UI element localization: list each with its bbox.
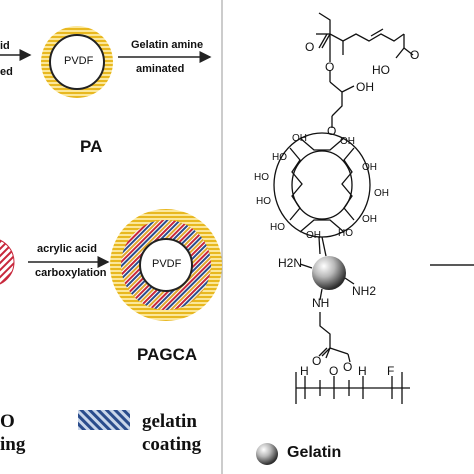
pa-label: PA <box>80 137 103 156</box>
atom-ho-acid: HO <box>372 63 390 77</box>
atom-ho-cd-1: HO <box>272 152 287 163</box>
atom-o-acid: O <box>410 48 420 62</box>
atom-oh-glycerol: OH <box>356 80 374 94</box>
chemical-structure <box>273 12 414 404</box>
atom-nh2: NH2 <box>352 284 377 298</box>
atom-ho-cd-5: HO <box>338 228 353 239</box>
atom-o-3: O <box>327 124 337 138</box>
atom-o-4: O <box>312 354 322 368</box>
atom-oh-cd-3: OH <box>362 162 377 173</box>
atom-o-6: O <box>329 364 339 378</box>
pagca-particle <box>110 209 222 321</box>
atom-h-1: H <box>300 364 309 378</box>
atom-ho-cd-2: HO <box>254 172 269 183</box>
atom-oh-cd-2: OH <box>340 136 355 147</box>
atom-ho-cd-4: HO <box>270 222 285 233</box>
atom-o-1: O <box>305 40 315 54</box>
legend-cut-1: O <box>0 411 15 432</box>
atom-f: F <box>387 364 395 378</box>
atom-nh: NH <box>312 296 330 310</box>
cut-label-top-1: id <box>0 40 10 52</box>
atom-oh-cd-1: OH <box>292 133 307 144</box>
legend-gelatin-coating-1: gelatin <box>142 411 197 432</box>
partial-red-particle <box>0 239 15 285</box>
legend-gelatin-coating-2: coating <box>142 434 202 455</box>
atom-h-2: H <box>358 364 367 378</box>
pa-particle <box>41 26 113 98</box>
atom-ho-cd-3: HO <box>256 196 271 207</box>
gelatin-coating-swatch <box>78 410 130 430</box>
pagca-core-label: PVDF <box>152 258 182 270</box>
atom-oh-cd-5: OH <box>362 214 377 225</box>
atom-oh-cd-4: OH <box>374 188 389 199</box>
atom-o-2: O <box>325 60 335 74</box>
arrow1-bottom-label: aminated <box>136 63 185 75</box>
atom-o-5: O <box>343 360 353 374</box>
gelatin-ball-structure <box>312 256 346 290</box>
arrow2-top-label: acrylic acid <box>37 243 97 255</box>
atom-oh-cd-6: OH <box>306 230 321 241</box>
pa-core-label: PVDF <box>64 55 94 67</box>
arrow1-top-label: Gelatin amine <box>131 39 204 51</box>
legend-cut-2: ing <box>0 434 26 455</box>
gelatin-ball-legend <box>256 443 278 465</box>
arrow2-bottom-label: carboxylation <box>35 267 107 279</box>
pagca-label: PAGCA <box>137 345 198 364</box>
atom-h2n: H2N <box>278 256 303 270</box>
legend-gelatin: Gelatin <box>287 444 342 461</box>
cut-label-top-2: ed <box>0 66 13 78</box>
